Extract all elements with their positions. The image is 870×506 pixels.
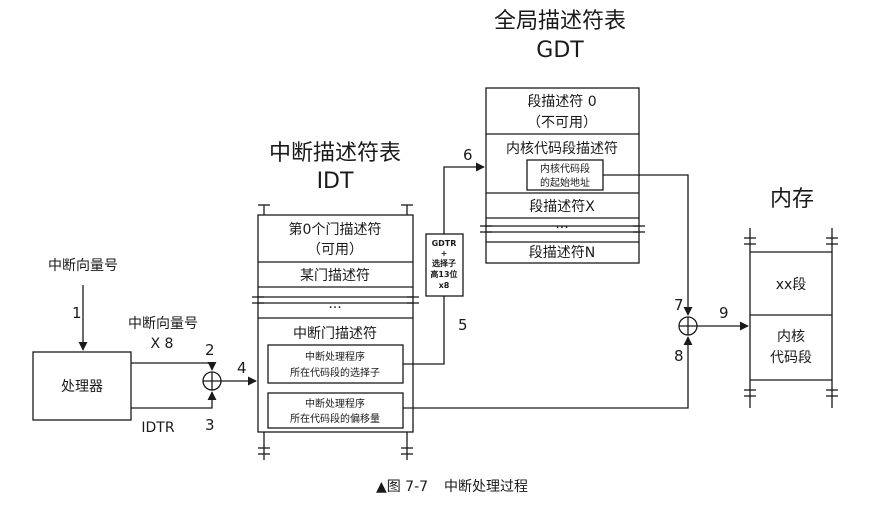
vector-label-2: 中断向量号: [128, 316, 198, 332]
gdtr-line5: x8: [439, 281, 450, 290]
idt-row0-line2: （可用）: [307, 242, 363, 258]
step-1: 1: [72, 304, 82, 322]
processor-label: 处理器: [61, 379, 103, 395]
gdt-kernel-desc: 内核代码段描述符: [506, 141, 618, 157]
idt-offset-line1: 中断处理程序: [305, 397, 365, 410]
step-9: 9: [719, 304, 729, 322]
times8-label: X 8: [151, 336, 174, 352]
gdt-row0-line2: （不可用）: [527, 115, 597, 131]
step-5: 5: [458, 316, 468, 334]
step-7: 7: [674, 296, 684, 314]
gdt-kernel-base-line2: 的起始地址: [540, 176, 590, 189]
caption-text: 中断处理过程: [444, 479, 528, 495]
gdt-desc-n: 段描述符N: [529, 245, 595, 261]
idt-dots: ···: [328, 300, 341, 316]
idt-selector-line1: 中断处理程序: [305, 350, 365, 363]
memory-kernel-line1: 内核: [777, 329, 805, 345]
memory-title: 内存: [770, 187, 814, 212]
idt-gate-desc: 某门描述符: [300, 268, 370, 284]
caption-prefix: ▲图 7-7: [376, 479, 428, 495]
idt-offset-box: [267, 392, 404, 429]
step-3: 3: [205, 416, 215, 434]
gdtr-line3: 选择子: [432, 258, 456, 268]
step-6: 6: [463, 146, 473, 164]
gdtr-line2: +: [441, 249, 448, 258]
processor-box: [32, 351, 132, 421]
gdt-dots: ···: [555, 220, 568, 236]
idt-offset-line2: 所在代码段的偏移量: [290, 412, 380, 425]
idt-row0-line1: 第0个门描述符: [289, 221, 382, 238]
memory-seg-xx: xx段: [776, 277, 807, 293]
idt-title-line2: IDT: [317, 169, 354, 194]
gdtr-line1: GDTR: [432, 239, 457, 248]
idt-selector-line2: 所在代码段的选择子: [290, 366, 380, 379]
gdt-desc-x: 段描述符X: [529, 199, 595, 215]
idtr-label: IDTR: [141, 420, 174, 436]
gdtr-line4: 高13位: [430, 269, 457, 279]
step-4: 4: [237, 359, 247, 377]
step-8: 8: [674, 347, 684, 365]
gdt-kernel-base-line1: 内核代码段: [540, 162, 590, 175]
idt-int-gate: 中断门描述符: [293, 326, 377, 342]
gdt-title-line1: 全局描述符表: [494, 9, 626, 34]
gdt-row0-line1: 段描述符 0: [527, 94, 596, 110]
vector-label: 中断向量号: [48, 258, 118, 274]
memory-kernel-line2: 代码段: [770, 350, 812, 366]
gdt-title-line2: GDT: [536, 38, 584, 63]
idt-title-line1: 中断描述符表: [269, 141, 401, 166]
step-2: 2: [205, 341, 215, 359]
idt-table: [257, 214, 414, 433]
